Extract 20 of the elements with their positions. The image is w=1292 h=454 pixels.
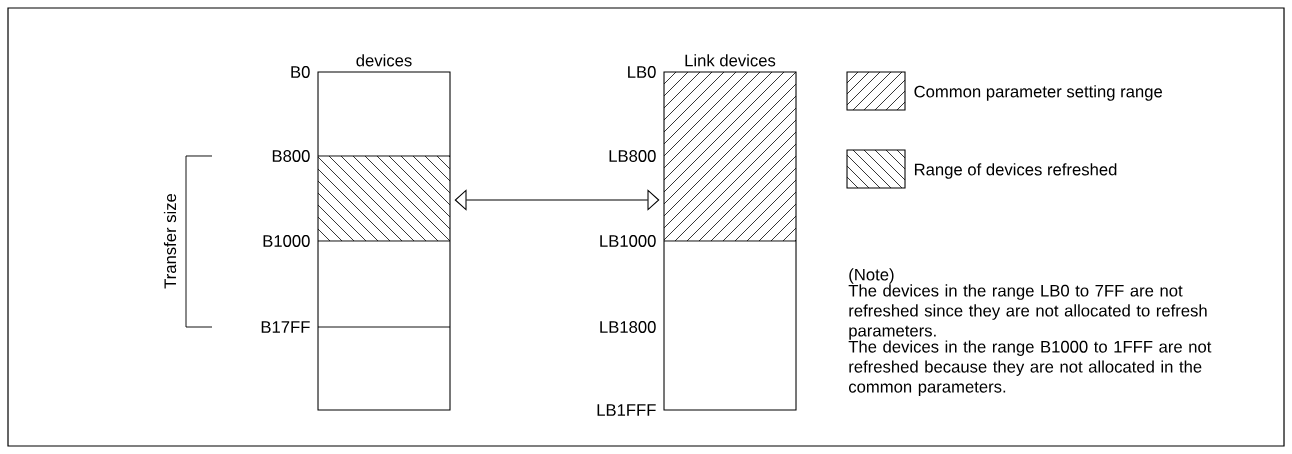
legend-text: Range of devices refreshed: [914, 163, 1117, 179]
address-label: LB800: [609, 150, 656, 162]
node-label: Link devices: [685, 54, 776, 67]
memory-column: Link devices: [663, 54, 797, 411]
address-label: B0: [291, 66, 310, 78]
node-label: devices: [356, 54, 412, 67]
address-label: LB1800: [600, 321, 656, 333]
note-text: The devices in the range LB0 to 7FF are not refreshed since they are not allocated to refresh parameters.: [848, 284, 1207, 340]
address-label: B1000: [263, 235, 310, 247]
double-arrow: [454, 189, 660, 211]
address-label: B800: [272, 150, 310, 162]
address-label: B17FF: [261, 321, 310, 333]
address-label: LB0: [628, 66, 656, 78]
legend-text: Common parameter setting range: [914, 85, 1162, 101]
note-text: The devices in the range B1000 to 1FFF are not refreshed because they are not allocated in the common parameters.: [848, 340, 1212, 396]
memory-column: devices: [317, 54, 451, 411]
bracket-label: Transfer size: [163, 193, 177, 289]
address-label: LB1FFF: [597, 404, 656, 416]
note-text: (Note): [849, 268, 894, 284]
address-label: LB1000: [600, 235, 656, 247]
